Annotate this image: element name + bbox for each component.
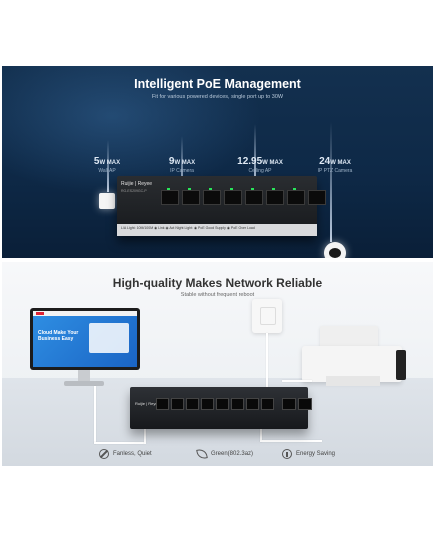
wall-ap-device — [99, 193, 115, 209]
banner-subtitle: Fit for various powered devices, single … — [151, 94, 284, 100]
power-label-ceiling-ap: 12.95W MAX Ceiling AP — [225, 156, 295, 174]
access-point-device — [252, 299, 282, 333]
ethernet-port — [287, 188, 305, 205]
device-name: IP PTZ Camera — [317, 168, 353, 174]
network-switch: Ruijie | Reyee — [130, 387, 312, 429]
uplink-port — [282, 398, 296, 410]
power-label-wall-ap: 5W MAX Wall AP — [77, 156, 137, 174]
network-cable — [144, 422, 146, 444]
network-cable — [94, 442, 144, 444]
screen-headline: Cloud Make Your Business Easy — [38, 330, 79, 342]
light-beam — [330, 122, 332, 242]
screen-card — [89, 323, 129, 353]
network-cable — [260, 440, 322, 442]
screen-header — [33, 311, 137, 316]
poe-management-banner: Intelligent PoE Management Fit for vario… — [2, 66, 433, 258]
switch-model: RG-ES209GC-P — [121, 189, 147, 193]
network-cable — [260, 422, 262, 442]
printer — [302, 326, 406, 388]
led-icon — [251, 188, 254, 190]
port-row — [156, 398, 312, 410]
network-cable — [282, 380, 312, 382]
light-beam — [181, 136, 183, 192]
ethernet-port — [216, 398, 229, 410]
power-label-ptz-camera: 24W MAX IP PTZ Camera — [300, 156, 370, 174]
led-icon — [272, 188, 275, 190]
ethernet-port — [182, 188, 200, 205]
ethernet-port — [245, 188, 263, 205]
power-unit: W MAX — [99, 160, 121, 166]
light-beam — [254, 124, 256, 184]
banner-subtitle: Stable without frequent reboot — [180, 292, 255, 298]
feature-green: Green(802.3az) — [196, 448, 254, 460]
power-label-ip-camera: 9W MAX IP Camera — [152, 156, 212, 174]
leaf-icon — [196, 448, 208, 460]
ethernet-port — [156, 398, 169, 410]
monitor-screen: Cloud Make Your Business Easy — [33, 311, 137, 367]
device-name: Ceiling AP — [248, 168, 272, 174]
ptz-camera-device — [324, 242, 346, 258]
feature-label: Green(802.3az) — [211, 451, 254, 457]
ethernet-port — [201, 398, 214, 410]
energy-icon — [282, 449, 292, 459]
feature-label: Fanless, Quiet — [113, 451, 152, 457]
power-value: 9 — [168, 156, 175, 167]
led-icon — [230, 188, 233, 190]
monitor: Cloud Make Your Business Easy — [30, 308, 140, 370]
banner-title: Intelligent PoE Management — [134, 77, 301, 91]
background-glow — [2, 66, 262, 196]
port-row — [161, 188, 326, 205]
ethernet-port — [266, 188, 284, 205]
ethernet-port — [224, 188, 242, 205]
device-name: IP Camera — [170, 168, 194, 174]
feature-fanless: Fanless, Quiet — [99, 449, 152, 459]
network-cable — [94, 386, 96, 444]
switch-brand: Ruijie | Reyee — [121, 181, 153, 187]
light-beam — [107, 140, 109, 192]
power-unit: W MAX — [330, 160, 351, 166]
led-icon — [188, 188, 191, 190]
led-icon — [209, 188, 212, 190]
ethernet-port — [261, 398, 274, 410]
reliability-banner: High-quality Makes Network Reliable Stab… — [2, 262, 433, 466]
led-icon — [293, 188, 296, 190]
poe-switch: Ruijie | Reyee RG-ES209GC-P L/A Light: 1… — [117, 176, 326, 236]
ethernet-port — [308, 190, 326, 205]
feature-energy-saving: Energy Saving — [282, 449, 335, 459]
ethernet-port — [203, 188, 221, 205]
monitor-stand — [78, 370, 90, 382]
printer-panel — [396, 350, 406, 380]
fan-icon — [99, 449, 109, 459]
network-cable — [266, 333, 268, 389]
switch-label-strip: L/A Light: 10M/100M ◉ Link ◉ Act Night L… — [117, 224, 317, 236]
printer-tray — [326, 376, 380, 386]
ethernet-port — [186, 398, 199, 410]
power-value: 24 — [319, 156, 331, 167]
ethernet-port — [161, 188, 179, 205]
switch-brand: Ruijie | Reyee — [135, 401, 160, 406]
feature-label: Energy Saving — [296, 451, 336, 457]
banner-title: High-quality Makes Network Reliable — [112, 276, 323, 290]
led-icon — [167, 188, 170, 190]
power-unit: W MAX — [174, 160, 196, 166]
power-value: 12.95 — [237, 156, 263, 167]
monitor-base — [64, 381, 104, 386]
power-unit: W MAX — [262, 160, 283, 166]
ethernet-port — [246, 398, 259, 410]
ethernet-port — [231, 398, 244, 410]
device-name: Wall AP — [98, 168, 116, 174]
uplink-port — [298, 398, 312, 410]
ethernet-port — [171, 398, 184, 410]
power-value: 5 — [93, 156, 100, 167]
